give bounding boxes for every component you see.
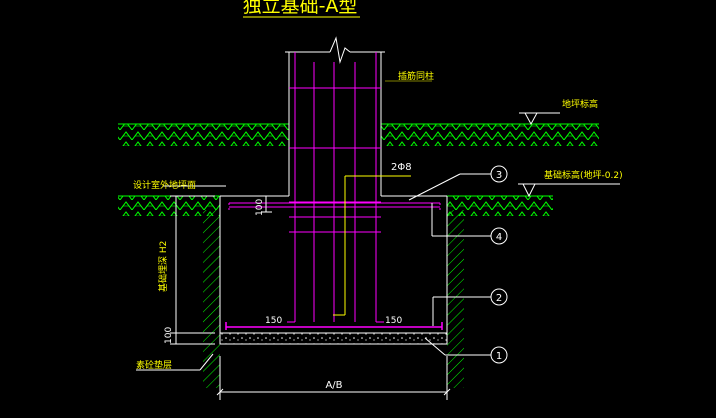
foundation-level-symbol [518, 183, 620, 198]
dim-100-top: 100 [255, 199, 265, 216]
column-outline [285, 36, 385, 196]
depth-label: 基础埋深 H2 [157, 241, 169, 292]
column-rebars [287, 52, 384, 323]
svg-text:1: 1 [496, 351, 502, 362]
svg-text:独立基础-A型: 独立基础-A型 [243, 0, 358, 17]
dimension-lines [170, 195, 451, 400]
dim-100-bottom: 100 [164, 327, 174, 344]
drawing-title: 独立基础-A型 [243, 0, 360, 18]
callout-3: 3 [490, 165, 508, 183]
svg-text:3: 3 [496, 170, 502, 181]
ground-level-symbol [519, 112, 560, 126]
column-label: 插筋同柱 [398, 70, 434, 82]
callout-leaders [136, 173, 491, 371]
design-surface-label: 设计室外地坪面 [133, 179, 196, 191]
dim-150-left: 150 [265, 316, 282, 326]
upper-ground-hatch [118, 123, 599, 146]
cushion-label: 素砼垫层 [136, 359, 172, 371]
callout-4: 4 [490, 227, 508, 245]
svg-text:2: 2 [496, 293, 502, 304]
rebar-label: 2Φ8 [391, 162, 412, 173]
dim-150-right: 150 [385, 316, 402, 326]
footing-top-mesh [228, 202, 441, 210]
width-label: A/B [325, 380, 342, 391]
svg-text:4: 4 [496, 232, 502, 243]
column-stirrups [289, 87, 381, 233]
footing-bottom-mesh [225, 322, 443, 330]
foundation-ground-line [118, 195, 553, 216]
callout-2: 2 [490, 288, 508, 306]
concrete-cushion [219, 332, 448, 345]
callout-1: 1 [490, 346, 508, 364]
foundation-elevation-label: 基础标高(地坪-0.2) [544, 169, 623, 181]
dowel-rebar-2phi8 [333, 175, 411, 316]
ground-level-label: 地坪标高 [562, 98, 598, 110]
